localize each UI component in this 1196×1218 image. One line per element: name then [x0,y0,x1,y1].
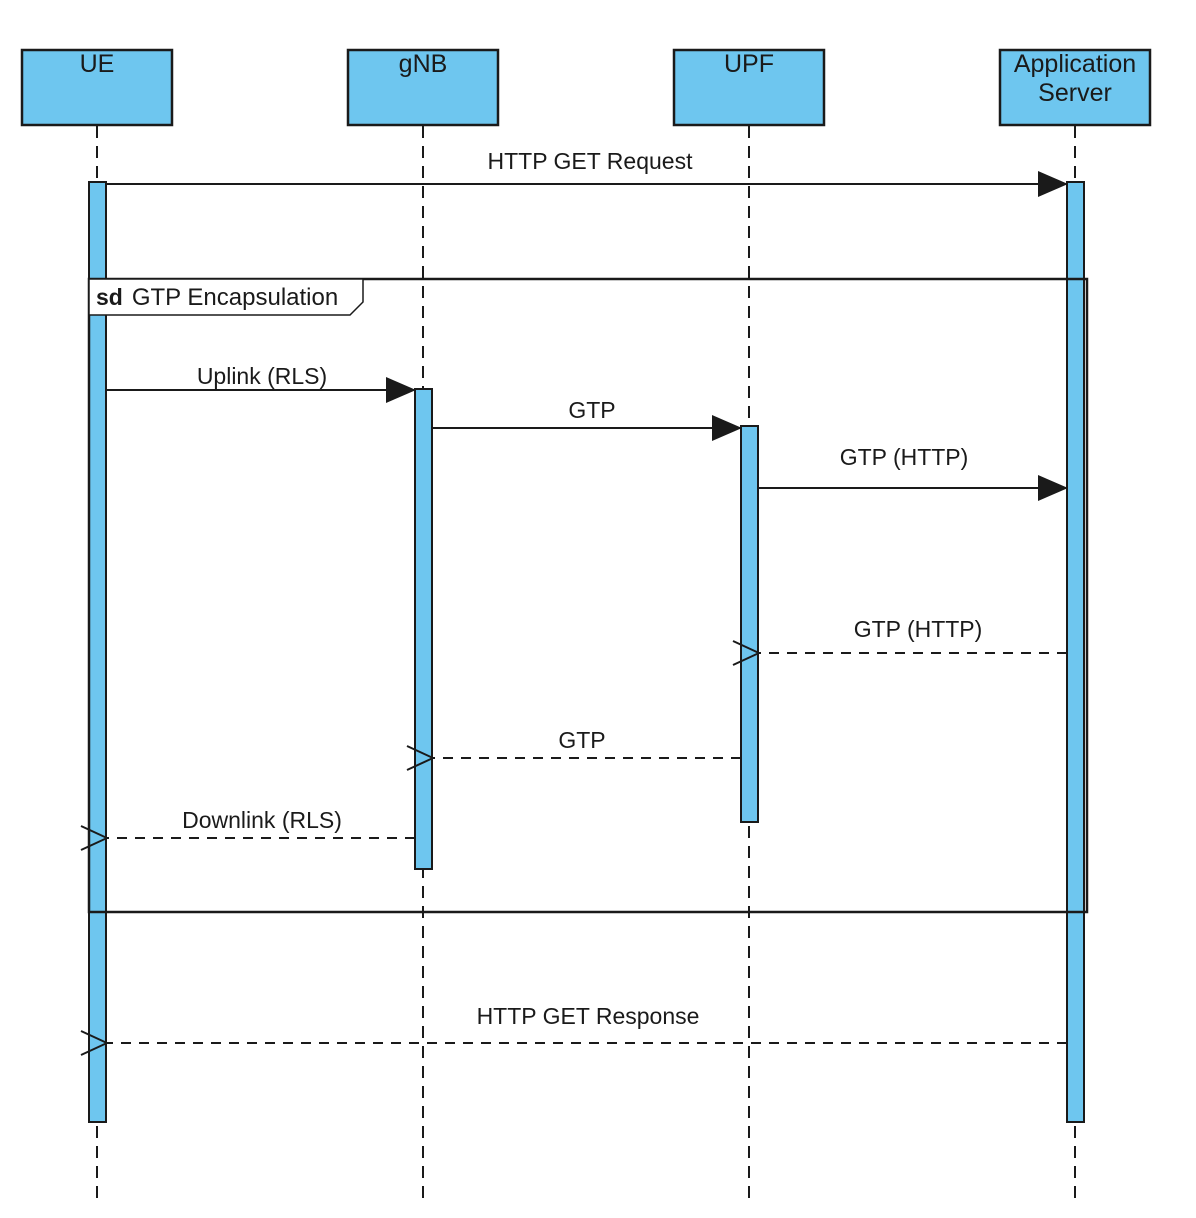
participant-label: gNB [399,50,448,78]
messages: HTTP GET Request Uplink (RLS) GTP GTP (H… [106,148,1068,1043]
frame-title: sd GTP Encapsulation [96,284,338,311]
message-gtp-upf-to-gnb[interactable]: GTP [433,727,741,758]
participant-upf[interactable]: UPF [672,48,826,127]
message-label: GTP (HTTP) [840,444,969,470]
activation-gnb [414,388,433,870]
participant-ue[interactable]: UE [20,48,174,127]
message-http-get-response[interactable]: HTTP GET Response [107,1003,1067,1043]
participant-label: UE [80,50,115,78]
participants: UE gNB UPF Application Server [20,48,1152,127]
message-label: GTP [568,397,615,423]
frame-tab [88,278,364,316]
activation-ue [88,181,107,1123]
message-uplink-rls[interactable]: Uplink (RLS) [106,363,416,403]
activation-application-server [1066,181,1085,1123]
message-http-get-request[interactable]: HTTP GET Request [106,148,1068,197]
message-downlink-rls[interactable]: Downlink (RLS) [107,807,415,838]
message-label: Uplink (RLS) [197,363,327,389]
message-label: GTP [558,727,605,753]
message-label: Downlink (RLS) [182,807,342,833]
participant-box [672,48,826,127]
participant-label: UPF [724,50,774,78]
message-gtp-http-server-to-upf[interactable]: GTP (HTTP) [759,616,1067,653]
interaction-frame: sd GTP Encapsulation [87,277,1089,914]
participant-label-line-1: Application [1014,50,1136,78]
frame-border [87,277,1089,914]
participant-box [998,48,1152,127]
participant-box [346,48,500,127]
activation-upf [740,425,759,823]
participant-application-server[interactable]: Application Server [998,48,1152,127]
frame-keyword: sd [96,284,123,310]
participant-label-line-2: Server [1038,79,1112,107]
participant-box [20,48,174,127]
message-gtp-gnb-to-upf[interactable]: GTP [432,397,742,441]
message-gtp-http-upf-to-server[interactable]: GTP (HTTP) [758,444,1068,501]
participant-gnb[interactable]: gNB [346,48,500,127]
message-label: HTTP GET Request [488,148,694,174]
message-label: HTTP GET Response [477,1003,700,1029]
frame-name: GTP Encapsulation [132,284,338,311]
message-label: GTP (HTTP) [854,616,983,642]
